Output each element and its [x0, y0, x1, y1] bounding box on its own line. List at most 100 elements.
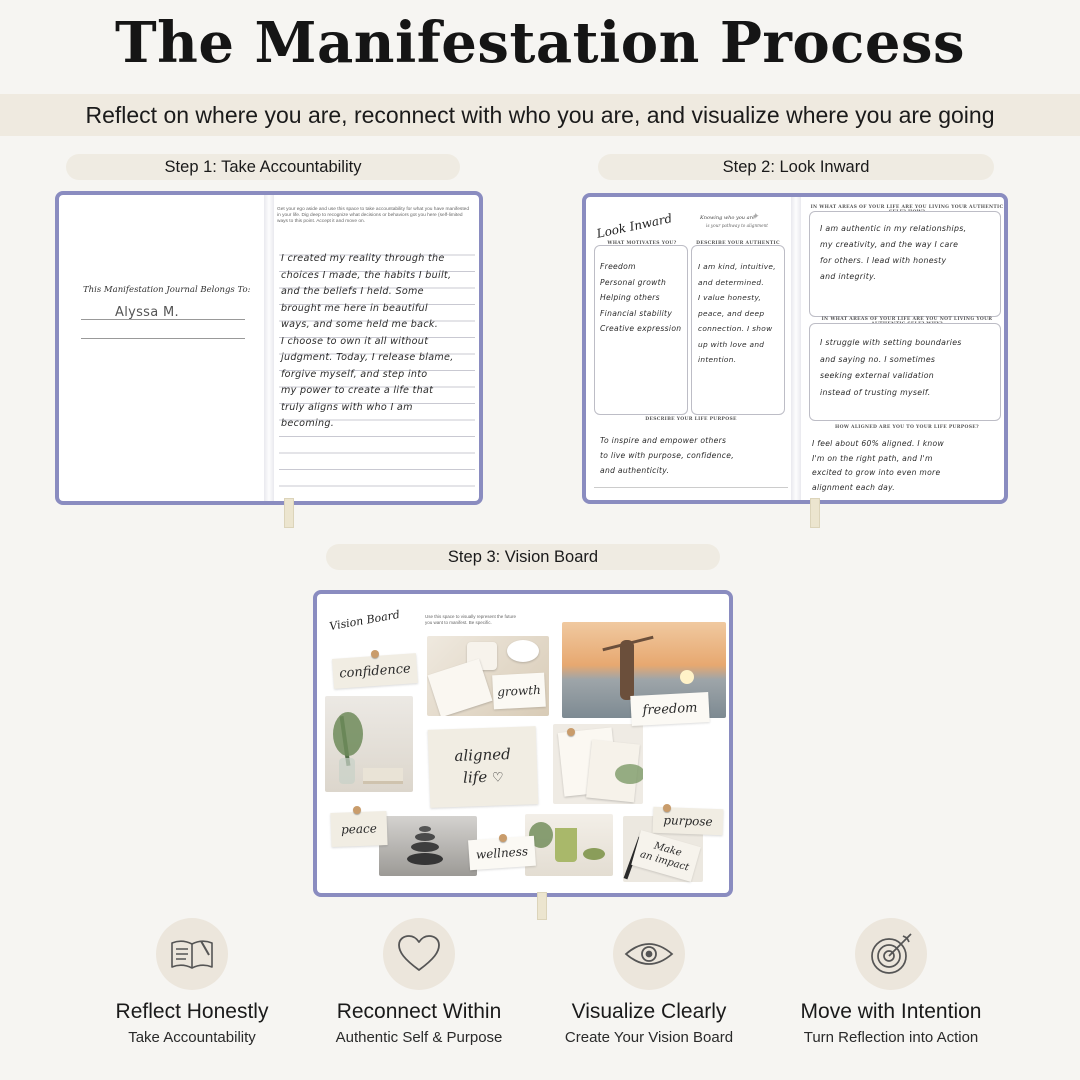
authentic-line: peace, and deep: [698, 308, 765, 318]
wellness-drink-photo: [525, 814, 613, 876]
step-1-journal-spread: This Manifestation Journal Belongs To: A…: [55, 191, 483, 505]
motivation-item: Financial stability: [600, 308, 673, 318]
lined-page: [279, 239, 475, 499]
open-book-icon: [171, 940, 213, 969]
journal-line: truly aligns with who I am: [281, 401, 413, 413]
purpose-tag: purpose: [652, 806, 724, 836]
journal-line: my power to create a life that: [281, 385, 434, 396]
purpose-line: and authenticity.: [600, 466, 670, 475]
living-text: I am authentic in my relationships, my cr…: [820, 221, 966, 285]
life-word: life: [462, 767, 488, 787]
not-living-line: seeking external validation: [820, 371, 935, 380]
growth-tag: growth: [492, 672, 546, 710]
authentic-list: I am kind, intuitive, and determined. I va…: [698, 259, 776, 368]
bookmark-ribbon: [537, 892, 547, 920]
not-living-box: [809, 323, 1001, 421]
authentic-line: intention.: [698, 355, 737, 364]
pushpin-icon: [499, 834, 507, 842]
aligned-line: I'm on the right path, and I'm: [812, 453, 933, 463]
feature-title: Visualize Clearly: [571, 1000, 727, 1023]
feature-title: Reconnect Within: [336, 1000, 502, 1023]
bookmark-ribbon: [284, 498, 294, 528]
look-inward-subheading: Knowing who you are: [700, 215, 755, 221]
motivates-box: [594, 245, 688, 415]
name-line: [81, 338, 245, 339]
feature-icon-circle: [156, 918, 228, 990]
eye-icon: [624, 943, 674, 965]
journal-line: brought me here in beautiful: [281, 302, 428, 314]
look-inward-subheading-2: is your pathway to alignment: [706, 223, 768, 228]
aligned-line: alignment each day.: [812, 482, 895, 492]
authentic-line: up with love and: [698, 339, 765, 349]
authentic-line: and determined.: [698, 277, 764, 287]
feature-icon-circle: [855, 918, 927, 990]
look-inward-heading: Look Inward: [595, 211, 674, 241]
motivation-item: Creative expression: [600, 324, 682, 333]
authentic-line: I value honesty,: [698, 293, 762, 302]
journal-line: I choose to own it all without: [281, 335, 429, 347]
aligned-line: excited to grow into even more: [812, 468, 941, 477]
feature-move-with-intention: Move with Intention Turn Reflection into…: [771, 918, 1011, 1046]
not-living-line: and saying no. I sometimes: [820, 354, 936, 364]
sparkle-icon: ✦: [752, 211, 760, 221]
heart-icon: [398, 935, 440, 971]
feature-reflect-honestly: Reflect Honestly Take Accountability: [72, 918, 312, 1046]
purpose-line: To inspire and empower others: [600, 436, 727, 445]
journal-line: choices I made, the habits I built,: [281, 269, 452, 281]
feature-subtitle: Create Your Vision Board: [564, 1029, 734, 1046]
journal-line: and the beliefs I held. Some: [281, 286, 424, 297]
living-line: my creativity, and the way I care: [820, 240, 959, 249]
pushpin-icon: [567, 728, 575, 736]
feature-subtitle: Take Accountability: [128, 1029, 256, 1046]
living-line: I am authentic in my relationships,: [820, 224, 967, 233]
authentic-box: [691, 245, 785, 415]
step-1-label: Step 1: Take Accountability: [66, 154, 460, 180]
heart-doodle-icon: ♡: [491, 770, 504, 786]
bookmark-ribbon: [810, 498, 820, 528]
peace-tag: peace: [330, 811, 388, 847]
plant-vase-photo: [325, 696, 413, 792]
journal-line: I created my reality through the: [281, 253, 445, 264]
step-3-label: Step 3: Vision Board: [326, 544, 720, 570]
feature-subtitle: Turn Reflection into Action: [803, 1029, 979, 1046]
name-line: [81, 319, 245, 320]
feature-icon-circle: [383, 918, 455, 990]
accountability-entry: I created my reality through the choices …: [281, 251, 477, 433]
page-title: The Manifestation Process: [114, 10, 966, 76]
aligned-header: HOW ALIGNED ARE YOU TO YOUR LIFE PURPOSE…: [835, 425, 979, 430]
pushpin-icon: [371, 650, 379, 658]
feature-visualize-clearly: Visualize Clearly Create Your Vision Boa…: [529, 918, 769, 1046]
step-2-journal-spread: Look Inward Knowing who you are is your …: [582, 193, 1008, 504]
vision-board-prompt: Use this space to visually represent the…: [425, 614, 517, 625]
aligned-word: aligned: [454, 745, 512, 765]
journal-line: becoming.: [281, 418, 335, 429]
accountability-prompt: Get your ego aside and use this space to…: [277, 207, 469, 224]
journal-line: forgive myself, and step into: [281, 368, 428, 380]
authentic-line: connection. I show: [698, 324, 773, 333]
confidence-tag: confidence: [332, 653, 418, 689]
feature-icon-circle: [613, 918, 685, 990]
not-living-line: I struggle with setting boundaries: [820, 338, 962, 347]
living-line: and integrity.: [820, 272, 877, 281]
step-2-label: Step 2: Look Inward: [598, 154, 994, 180]
belongs-to-label: This Manifestation Journal Belongs To:: [83, 285, 251, 295]
motivation-item: Helping others: [600, 293, 660, 302]
notebook-photo: [553, 724, 643, 804]
target-icon: [871, 933, 912, 974]
step-3-vision-board: Vision Board Use this space to visually …: [313, 590, 733, 897]
zen-stones-photo: [379, 816, 477, 876]
purpose-header: DESCRIBE YOUR LIFE PURPOSE: [645, 417, 737, 422]
motivates-header: WHAT MOTIVATES YOU?: [607, 241, 677, 246]
living-box: [809, 211, 1001, 317]
not-living-text: I struggle with setting boundaries and sa…: [820, 335, 962, 401]
owner-name: Alyssa M.: [115, 305, 179, 320]
feature-reconnect-within: Reconnect Within Authentic Self & Purpos…: [299, 918, 539, 1046]
authentic-line: I am kind, intuitive,: [698, 262, 776, 271]
subtitle-band: Reflect on where you are, reconnect with…: [0, 94, 1080, 136]
page-subtitle: Reflect on where you are, reconnect with…: [85, 101, 995, 128]
pushpin-icon: [663, 804, 671, 812]
journal-line: ways, and some held me back.: [281, 319, 439, 330]
